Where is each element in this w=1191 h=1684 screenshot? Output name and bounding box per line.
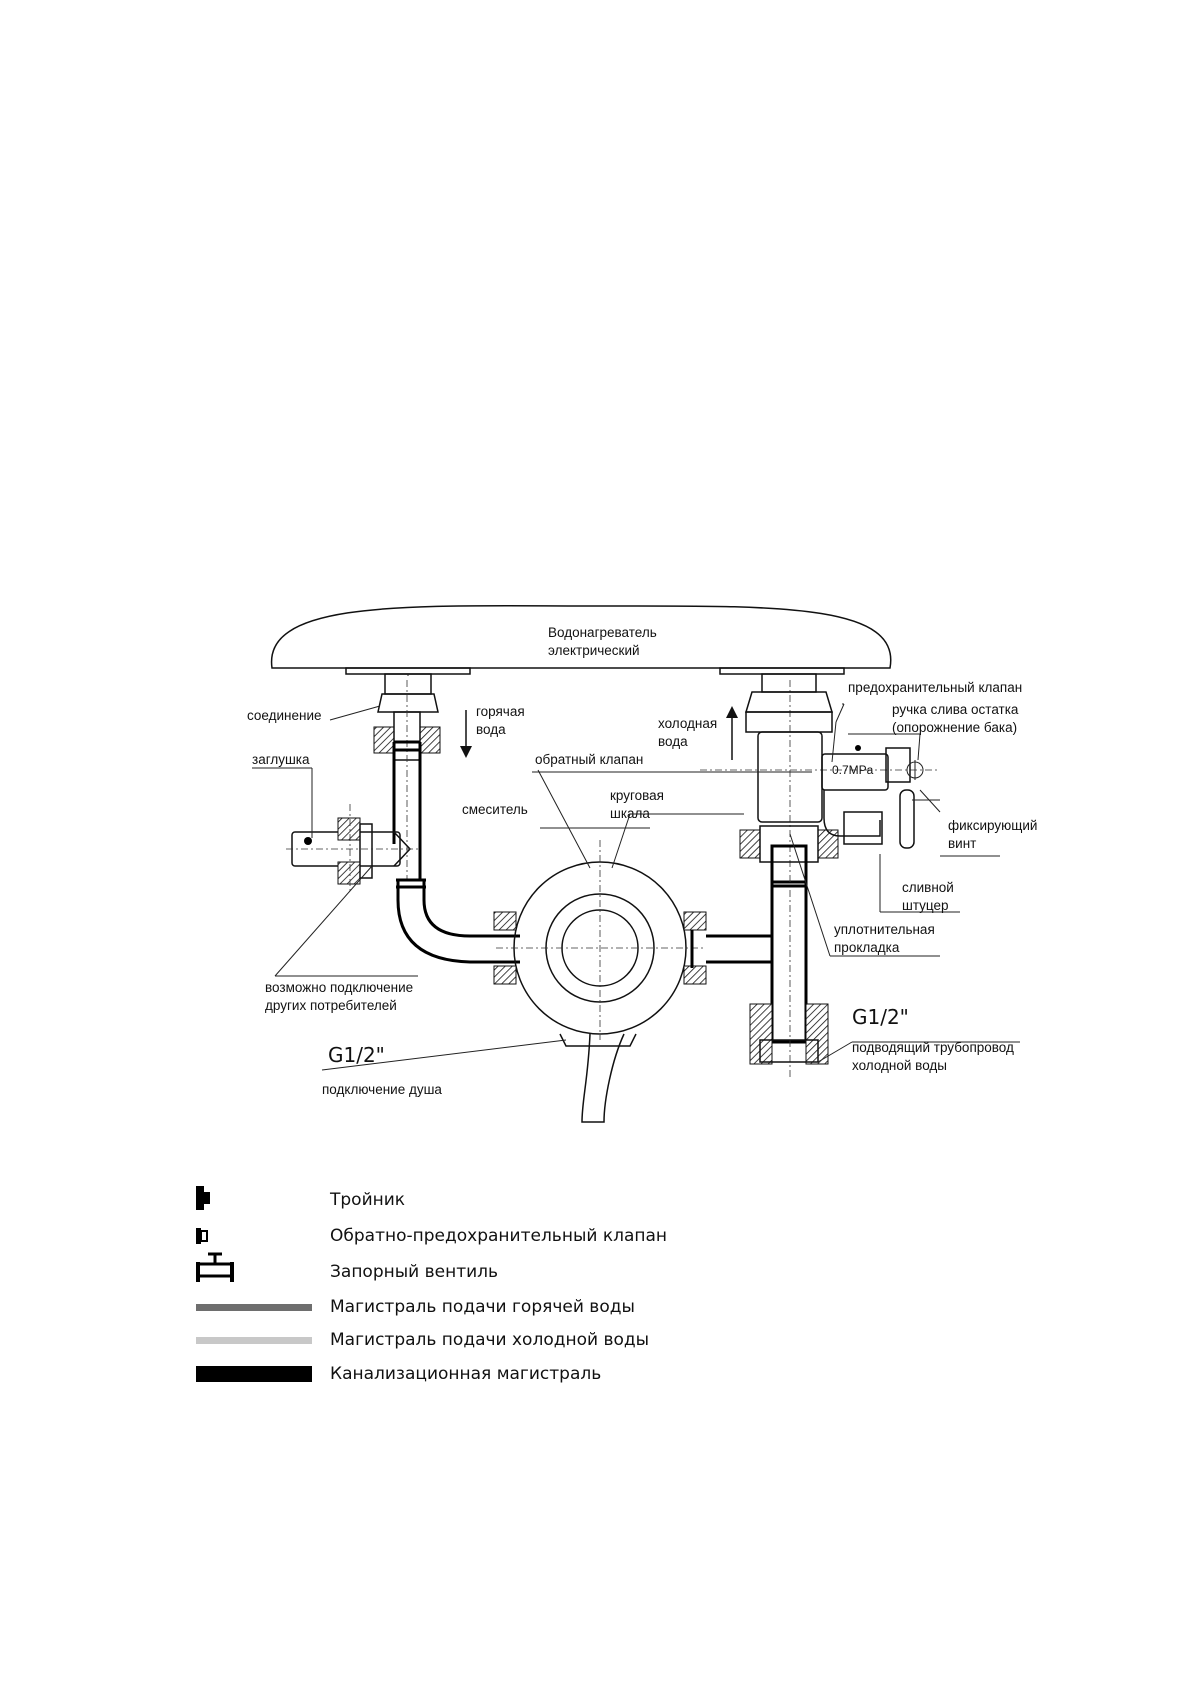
hot-water-label-2: вода [476,722,506,737]
hot-water-pipe [392,740,520,964]
connection-label: соединение [247,708,322,723]
thread-right-label: G1/2" [852,1005,909,1029]
dial-label-1: круговая [610,788,664,803]
cold-water-inlet [700,673,940,1065]
drain-fitting-label-2: штуцер [902,898,949,913]
cold-water-label-2: вода [658,734,688,749]
cold-water-label-1: холодная [658,716,717,731]
plug-label: заглушка [252,752,310,767]
leader-lines [252,703,1020,1071]
drain-handle-label-2: (опорожнение бака) [892,720,1017,735]
cold-supply-label-2: холодной воды [852,1058,947,1073]
legend-label-cold-line: Магистраль подачи холодной воды [330,1330,650,1350]
check-valve-label: обратный клапан [535,752,643,767]
drain-handle-label-1: ручка слива остатка [892,702,1019,717]
plug-branch [286,804,420,892]
legend-label-check-valve: Обратно-предохранительный клапан [330,1226,668,1246]
seal-right [419,726,441,754]
hot-water-outlet [373,673,441,880]
gasket-label-1: уплотнительная [834,922,935,937]
cold-line-swatch [196,1337,312,1344]
legend-label-shutoff-valve: Запорный вентиль [330,1262,499,1282]
check-safety-valve-icon [196,1228,208,1244]
other-consumers-label-2: других потребителей [265,998,397,1013]
shower-label: подключение душа [322,1082,442,1097]
gasket-label-2: прокладка [834,940,900,955]
thread-left-label: G1/2" [328,1043,385,1067]
pressure-label: 0.7MPa [832,763,874,777]
tee-icon [196,1186,210,1210]
seal-left [373,726,395,754]
diagram-labels: соединение горячая вода заглушка холодна… [247,680,1037,1097]
legend-label-tee: Тройник [330,1190,406,1210]
heater-label-1: Водонагреватель [548,625,657,640]
safety-valve-label: предохранительный клапан [848,680,1022,695]
hot-line-swatch [196,1304,312,1311]
other-consumers-label-1: возможно подключение [265,980,413,995]
cold-supply-label-1: подводящий трубопровод [852,1040,1014,1055]
hot-water-label-1: горячая [476,704,525,719]
fixing-screw-label-2: винт [948,836,976,851]
mixer [493,840,707,1123]
cold-water-pipe [690,680,808,1080]
sewer-line-swatch [196,1366,312,1382]
mixer-label: смеситель [462,802,528,817]
legend-label-hot-line: Магистраль подачи горячей воды [330,1297,635,1317]
drain-fitting-label-1: сливной [902,880,954,895]
dial-label-2: шкала [610,806,650,821]
legend-label-sewer-line: Канализационная магистраль [330,1364,602,1384]
plug-dot [304,837,312,845]
fixing-screw-label-1: фиксирующий [948,818,1037,833]
safety-valve: 0.7MPa [821,745,940,849]
water-heater-tank: Водонагреватель электрический [270,604,892,675]
heater-label-2: электрический [548,643,640,658]
shutoff-valve-icon [196,1252,234,1282]
